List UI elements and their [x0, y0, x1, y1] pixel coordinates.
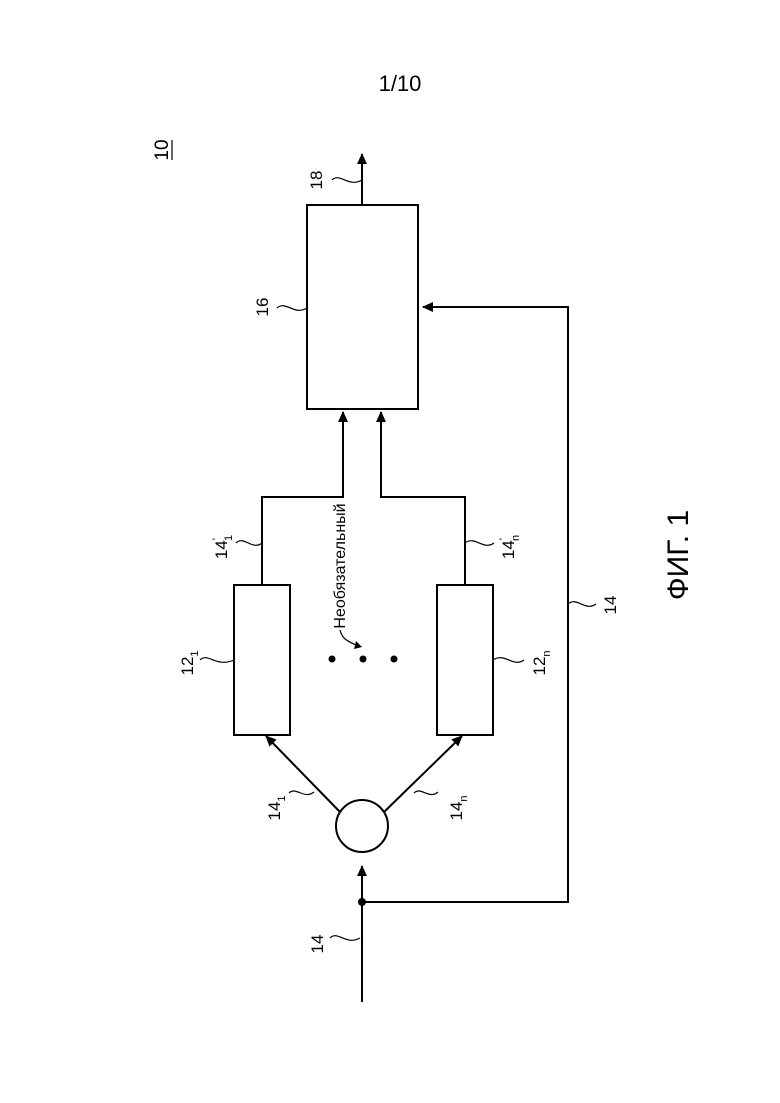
block-last-label: 12n	[530, 650, 553, 675]
leader-out-first	[236, 541, 262, 546]
figure-caption: ФИГ. 1	[662, 510, 695, 600]
output-label: 18	[307, 171, 326, 190]
input-label: 14	[308, 935, 327, 954]
branch-first-sub: 1	[276, 795, 288, 801]
page-number: 1/10	[379, 71, 422, 96]
out-first-label: 14'1	[211, 535, 235, 559]
optional-label: Необязательный	[332, 503, 349, 628]
block-last	[437, 585, 493, 735]
block-first-sub: 1	[189, 650, 201, 656]
leader-block-first	[200, 658, 234, 663]
out-last-num: 14	[499, 540, 518, 559]
out-last-label: 14'n	[498, 535, 522, 559]
block-last-num: 12	[530, 657, 549, 676]
combiner-label: 16	[253, 298, 272, 317]
branch-last-num: 14	[447, 802, 466, 821]
leader-output	[332, 178, 362, 183]
figure-ref-label: 10	[152, 139, 173, 160]
output-first-line	[262, 412, 343, 585]
out-first-num: 14	[212, 540, 231, 559]
figure-rotated: 10 Необязательный	[152, 139, 695, 1002]
ellipsis-dot	[360, 656, 367, 663]
out-first-sup: '	[211, 538, 223, 540]
leader-combiner	[277, 306, 307, 311]
ellipsis-dot	[391, 656, 398, 663]
block-first	[234, 585, 290, 735]
splitter-node	[336, 800, 388, 852]
leader-branch-last	[414, 791, 438, 795]
out-last-sub: n	[510, 535, 522, 541]
branch-last-sub: n	[458, 795, 470, 801]
block-last-sub: n	[541, 650, 553, 656]
branch-first-label: 141	[265, 795, 288, 820]
combiner-block	[307, 205, 418, 409]
output-last-line	[381, 412, 465, 585]
block-first-num: 12	[178, 657, 197, 676]
leader-feedback	[568, 602, 596, 607]
ellipsis-dot	[329, 656, 336, 663]
branch-first-num: 14	[265, 802, 284, 821]
optional-pointer	[340, 630, 358, 646]
leader-block-last	[493, 658, 524, 663]
block-first-label: 121	[178, 650, 201, 675]
branch-last-label: 14n	[447, 795, 470, 820]
out-first-sub: 1	[223, 535, 235, 541]
branch-last-arrow	[384, 736, 462, 812]
out-last-sup: '	[498, 538, 510, 540]
leader-branch-first	[289, 791, 314, 795]
feedback-label: 14	[601, 596, 620, 615]
leader-out-last	[465, 541, 494, 546]
optional-pointer-head	[354, 641, 362, 649]
leader-input	[330, 936, 360, 941]
